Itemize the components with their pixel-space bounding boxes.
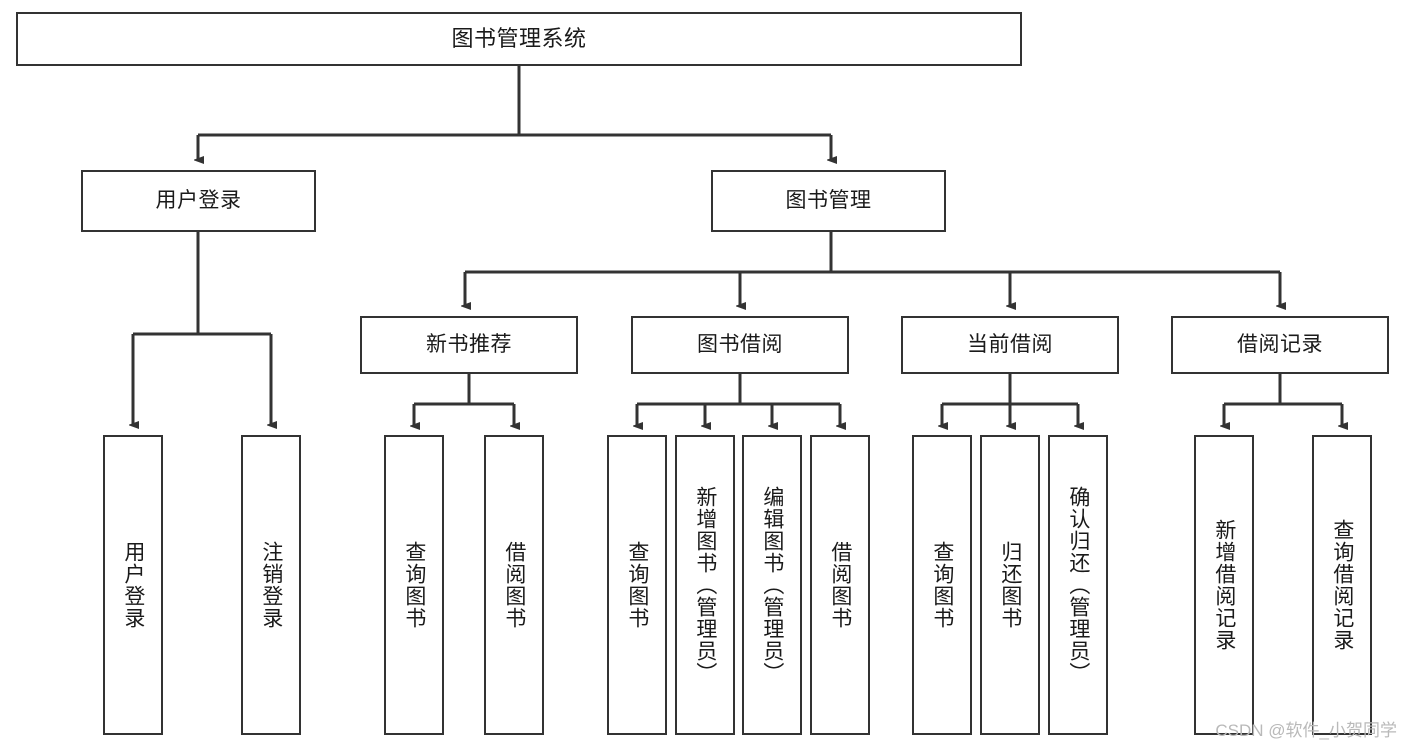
leaf-add-borrow-record[interactable]: 新增借阅记录 (1194, 435, 1254, 735)
node-book-management[interactable]: 图书管理 (711, 170, 946, 232)
leaf-query-book-current[interactable]: 查询图书 (912, 435, 972, 735)
node-label: 新增图书（管理员） (693, 486, 717, 684)
node-label: 确认归还（管理员） (1066, 486, 1090, 684)
node-label: 借阅图书 (828, 541, 852, 629)
node-label: 用户登录 (155, 189, 242, 213)
node-label: 新书推荐 (426, 333, 512, 357)
leaf-logout[interactable]: 注销登录 (241, 435, 301, 735)
node-label: 当前借阅 (967, 333, 1053, 357)
node-label: 图书管理系统 (451, 25, 587, 51)
leaf-borrow-book-recommend[interactable]: 借阅图书 (484, 435, 544, 735)
node-label: 图书借阅 (697, 333, 783, 357)
leaf-query-book-recommend[interactable]: 查询图书 (384, 435, 444, 735)
node-book-borrowing[interactable]: 图书借阅 (631, 316, 849, 374)
leaf-query-borrow-record[interactable]: 查询借阅记录 (1312, 435, 1372, 735)
node-label: 注销登录 (259, 541, 283, 629)
node-label: 新增借阅记录 (1212, 519, 1236, 651)
leaf-edit-book-admin[interactable]: 编辑图书（管理员） (742, 435, 802, 735)
node-label: 编辑图书（管理员） (760, 486, 784, 684)
leaf-confirm-return-admin[interactable]: 确认归还（管理员） (1048, 435, 1108, 735)
node-label: 查询图书 (402, 541, 426, 629)
leaf-add-book-admin[interactable]: 新增图书（管理员） (675, 435, 735, 735)
node-new-book-recommendation[interactable]: 新书推荐 (360, 316, 578, 374)
leaf-return-book[interactable]: 归还图书 (980, 435, 1040, 735)
node-label: 查询图书 (930, 541, 954, 629)
leaf-query-book-borrow[interactable]: 查询图书 (607, 435, 667, 735)
node-label: 查询图书 (625, 541, 649, 629)
node-label: 借阅记录 (1237, 333, 1323, 357)
node-label: 用户登录 (121, 541, 145, 629)
node-label: 查询借阅记录 (1330, 519, 1354, 651)
node-label: 归还图书 (998, 541, 1022, 629)
node-borrowing-record[interactable]: 借阅记录 (1171, 316, 1389, 374)
leaf-user-login[interactable]: 用户登录 (103, 435, 163, 735)
node-label: 图书管理 (785, 189, 872, 213)
node-label: 借阅图书 (502, 541, 526, 629)
leaf-borrow-book[interactable]: 借阅图书 (810, 435, 870, 735)
csdn-watermark: CSDN @软件_小贺同学 (1215, 721, 1397, 740)
node-user-login[interactable]: 用户登录 (81, 170, 316, 232)
node-current-borrowing[interactable]: 当前借阅 (901, 316, 1119, 374)
node-root-book-management-system[interactable]: 图书管理系统 (16, 12, 1022, 66)
